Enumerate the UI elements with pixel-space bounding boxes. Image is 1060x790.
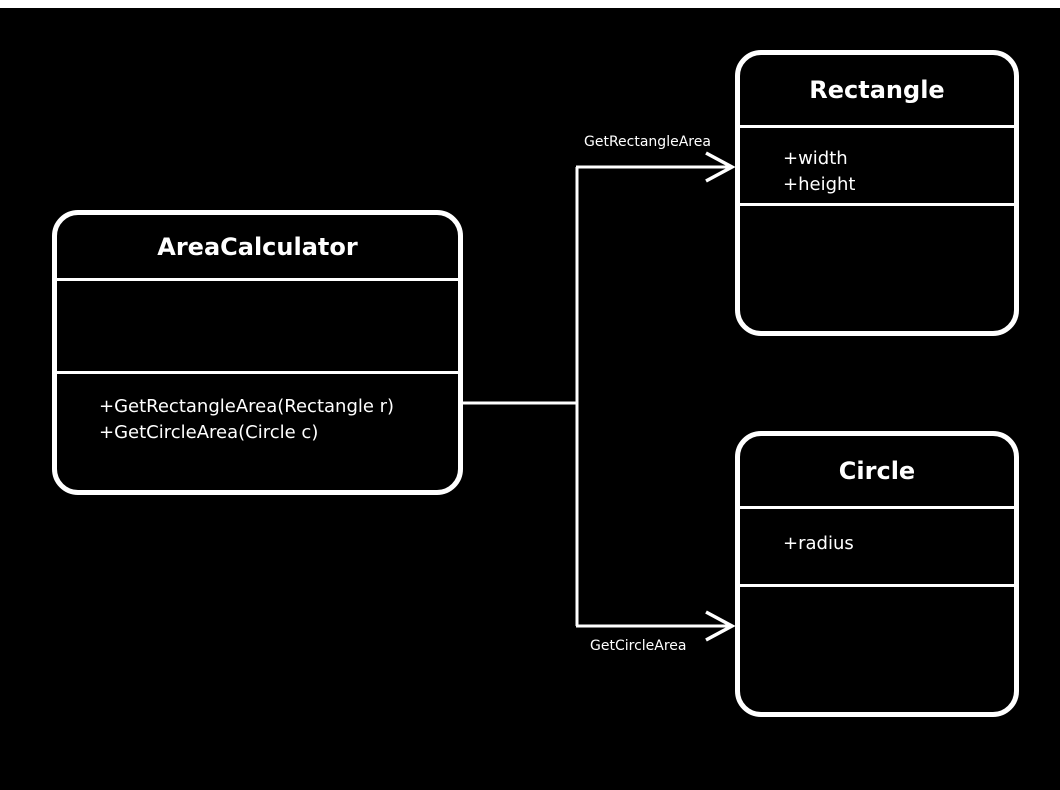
operation-get-circle-area: +GetCircleArea(Circle c) [99,422,319,443]
arrowhead-rectangle [705,151,736,183]
attribute-radius: +radius [783,533,854,554]
class-name: AreaCalculator [57,215,458,281]
operations-section: +GetRectangleArea(Rectangle r) +GetCircl… [57,374,458,446]
class-box-circle[interactable]: Circle +radius [735,431,1019,717]
top-border-strip [0,0,1060,8]
operation-get-rectangle-area: +GetRectangleArea(Rectangle r) [99,396,395,417]
attribute-width: +width [783,148,848,169]
class-name: Rectangle [740,55,1014,128]
relation-label-get-circle-area: GetCircleArea [590,638,687,654]
attributes-section [57,281,458,374]
relation-label-get-rectangle-area: GetRectangleArea [584,134,711,150]
arrowhead-circle [705,610,736,642]
class-box-rectangle[interactable]: Rectangle +width +height [735,50,1019,336]
attribute-height: +height [783,174,856,195]
attributes-section: +width +height [740,128,1014,206]
class-name: Circle [740,436,1014,509]
attributes-section: +radius [740,509,1014,587]
class-box-areacalculator[interactable]: AreaCalculator +GetRectangleArea(Rectang… [52,210,463,495]
